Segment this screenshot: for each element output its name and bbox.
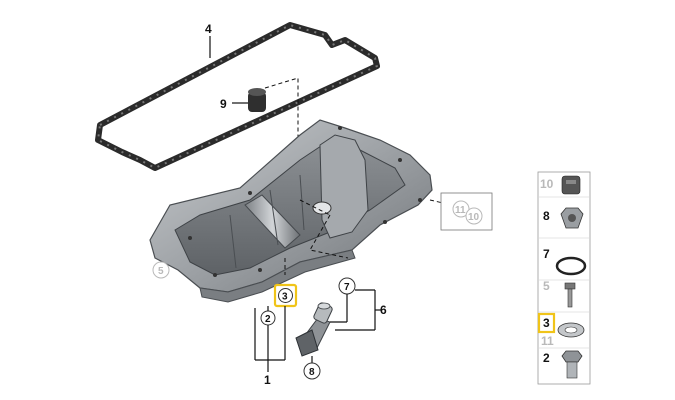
pan-plug-part[interactable]: [248, 88, 266, 112]
callout-5[interactable]: 5: [152, 261, 170, 279]
legend-item-7[interactable]: 7: [539, 247, 589, 281]
callout-8[interactable]: 8: [303, 356, 321, 380]
legend-item-3-label: 3: [543, 316, 550, 330]
legend-item-2-label: 2: [543, 351, 550, 365]
oil-level-sensor[interactable]: [295, 302, 333, 357]
callout-7[interactable]: 7: [338, 277, 356, 295]
legend-item-7-label: 7: [543, 247, 550, 261]
callout-10-label: 10: [468, 212, 480, 223]
callout-5-label: 5: [158, 266, 164, 277]
callout-7-label: 7: [344, 282, 350, 293]
legend-item-11-label: 11: [541, 334, 554, 348]
oil-pan[interactable]: [149, 119, 433, 303]
callout-1-label: 1: [264, 373, 271, 387]
legend-item-5[interactable]: 5: [539, 279, 589, 313]
callout-4-label: 4: [205, 22, 212, 36]
callout-9-label: 9: [220, 97, 227, 111]
legend-item-2[interactable]: 2: [543, 350, 583, 379]
legend-item-5-label: 5: [543, 279, 550, 293]
legend-item-8-label: 8: [543, 209, 550, 223]
legend-item-11[interactable]: 11: [539, 334, 589, 349]
legend-item-3-highlight: [537, 312, 556, 334]
guide-line-pan-d: [429, 199, 453, 206]
callout-1-bracket: [254, 306, 286, 372]
callout-11-label: 11: [455, 205, 466, 216]
guide-line-pan-a: [299, 199, 331, 216]
parts-legend: 10 8 7 5 3: [537, 171, 591, 385]
legend-item-10[interactable]: 10: [539, 175, 589, 198]
callout-2[interactable]: 2: [260, 310, 276, 326]
callout-6-label: 6: [380, 303, 387, 317]
callout-4[interactable]: 4: [205, 22, 212, 58]
sensor-callout-box[interactable]: 11 10: [440, 192, 493, 231]
callout-9[interactable]: 9: [220, 97, 248, 111]
oil-pan-gasket[interactable]: [95, 22, 380, 171]
legend-item-10-label: 10: [540, 177, 554, 191]
legend-frame: [537, 171, 591, 385]
callout-6-bracket: [330, 289, 382, 331]
callout-3-label: 3: [282, 292, 288, 303]
guide-line-pan-b: [309, 214, 349, 259]
callout-8-label: 8: [309, 367, 315, 378]
legend-item-3[interactable]: 3: [537, 312, 585, 338]
callout-2-label: 2: [265, 314, 271, 325]
callout-3-highlight[interactable]: 3: [273, 283, 298, 308]
legend-item-8[interactable]: 8: [539, 207, 589, 239]
